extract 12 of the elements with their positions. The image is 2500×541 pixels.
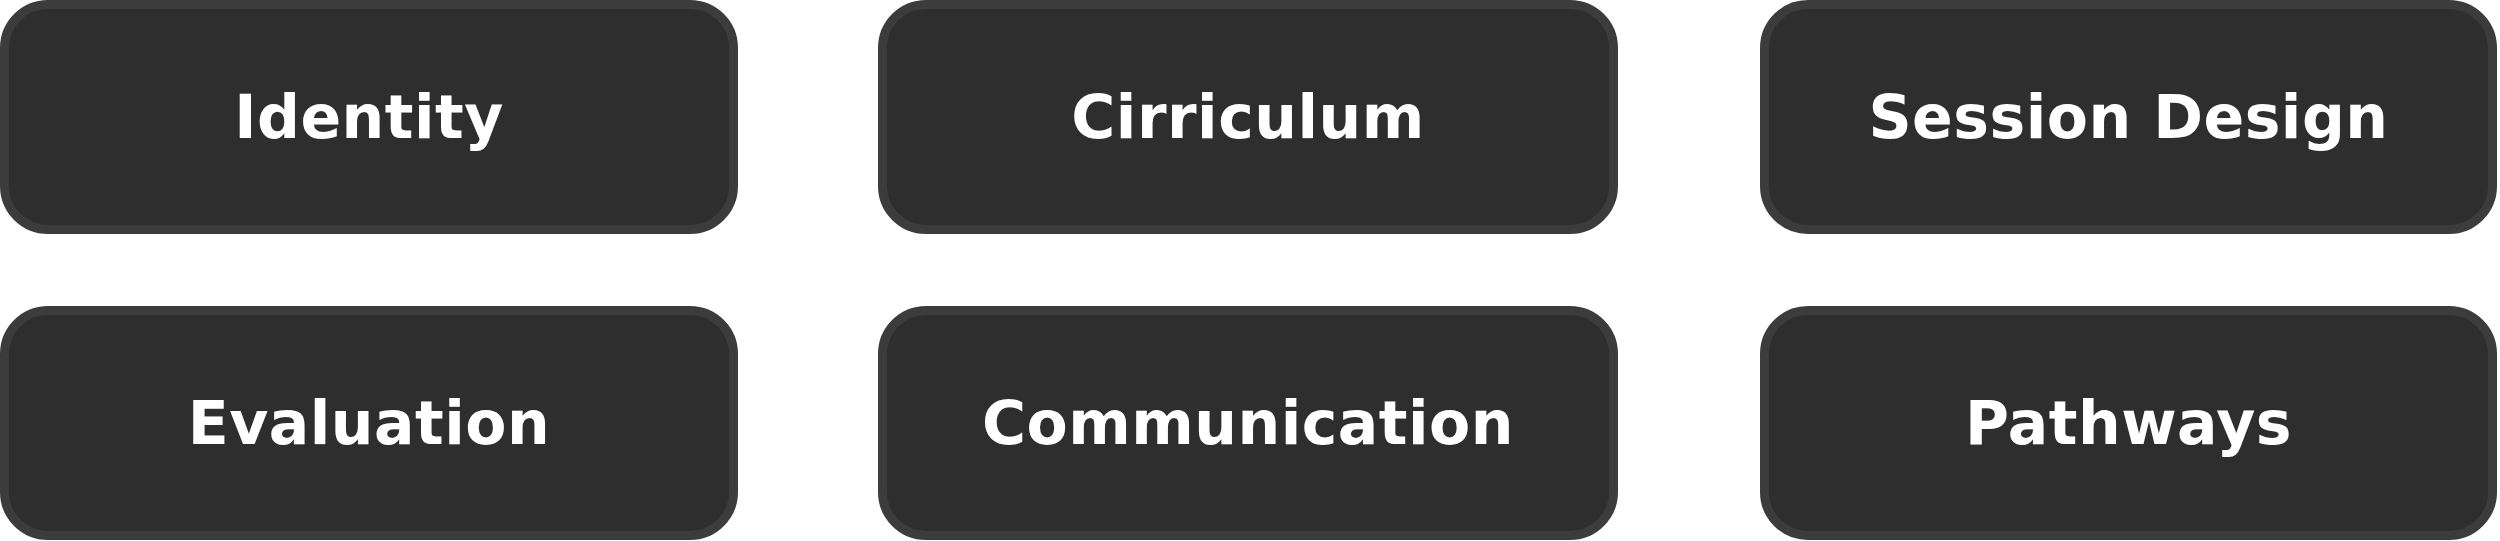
card-label: Session Design [1868,82,2389,152]
card-label: Cirriculum [1071,82,1425,152]
category-card [0,306,738,540]
card-label: Communication [982,388,1514,458]
category-card [1760,0,2497,234]
category-card [1760,306,2497,540]
card-label: Identity [234,82,504,152]
category-card [878,0,1618,234]
card-label: Evaluation [187,388,551,458]
category-card [878,306,1618,540]
card-label: Pathways [1964,388,2293,458]
category-card [0,0,738,234]
